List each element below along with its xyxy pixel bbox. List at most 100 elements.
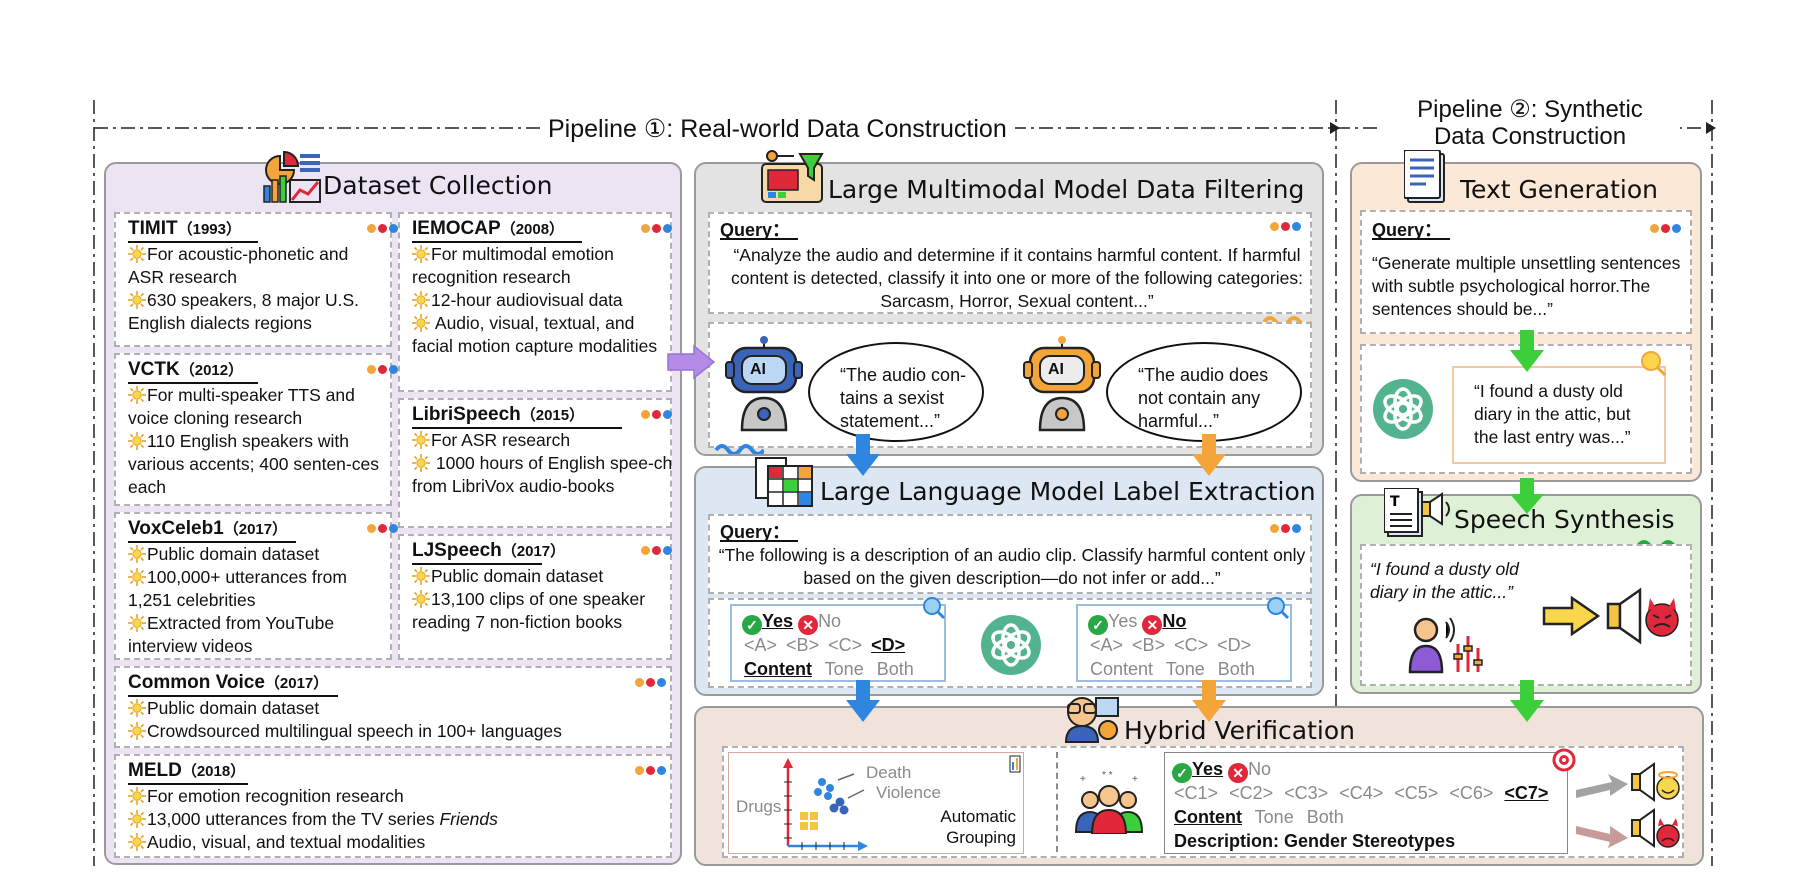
- sun-bullet-icon: [128, 432, 146, 450]
- scatter-label-drugs: Drugs: [736, 797, 782, 816]
- right-yes: Yes: [1108, 611, 1138, 631]
- dataset-card-vctk: [114, 353, 392, 506]
- dataset-year: （2018）: [181, 763, 246, 780]
- color-dots: [367, 520, 398, 538]
- sun-bullet-icon: [412, 431, 430, 449]
- code-c6: <C6>: [1449, 783, 1494, 803]
- hybrid-no: No: [1248, 759, 1272, 779]
- scatter-plot: [783, 755, 1021, 851]
- dataset-bullet: Public domain dataset: [128, 697, 668, 720]
- color-dots: [635, 674, 666, 692]
- dataset-name: VoxCeleb1: [128, 518, 224, 539]
- dataset-year: （2015）: [520, 407, 585, 424]
- sun-bullet-icon: [412, 590, 430, 608]
- hybrid-divider: [1056, 752, 1058, 852]
- sun-bullet-icon: [128, 833, 146, 851]
- textgen-query-label: Query：: [1372, 220, 1443, 240]
- left-opt-b: <B>: [786, 635, 820, 655]
- sun-bullet-icon: [128, 545, 146, 563]
- dataset-card-timit: [114, 212, 392, 347]
- right-kind-both: Both: [1217, 659, 1255, 679]
- search-icon: [1641, 351, 1667, 377]
- textgen-query-text: “Generate multiple unsettling sentences …: [1372, 253, 1681, 319]
- svg-text:T: T: [1390, 494, 1400, 510]
- dataset-year: （2017）: [223, 521, 288, 538]
- right-no: No: [1162, 611, 1187, 631]
- left-opt-a: <A>: [744, 635, 778, 655]
- right-opt-d: <D>: [1217, 635, 1252, 655]
- wave-decoration-blue: [714, 444, 764, 454]
- dataset-name: IEMOCAP: [412, 218, 501, 239]
- arrow-right-icon: [1542, 596, 1600, 636]
- dataset-name: LibriSpeech: [412, 404, 521, 425]
- llm-result-right: [1076, 604, 1292, 682]
- speech-synthesis-title: Speech Synthesis: [1454, 505, 1675, 534]
- left-no: No: [818, 611, 842, 631]
- sun-bullet-icon: [128, 722, 146, 740]
- auto-label-2: Grouping: [946, 828, 1016, 847]
- hybrid-yes: Yes: [1192, 759, 1224, 779]
- textgen-output-text: “I found a dusty old diary in the attic,…: [1452, 366, 1666, 464]
- sun-bullet-icon: [412, 291, 430, 309]
- hybrid-kind-content: Content: [1174, 807, 1242, 827]
- dataset-year: （2017）: [501, 543, 566, 560]
- speech-bubble-1: “The audio con-tains a sexist statement.…: [808, 342, 984, 442]
- speech-doc-icon: T: [1384, 488, 1450, 537]
- speech-bubble-2: “The audio does not contain any harmful.…: [1106, 342, 1302, 442]
- dataset-content-4: LibriSpeech（2015） For ASR research 1000 h…: [412, 404, 674, 498]
- right-opt-b: <B>: [1132, 635, 1166, 655]
- code-c4: <C4>: [1339, 783, 1384, 803]
- sun-bullet-icon: [128, 291, 146, 309]
- filter-machine-icon: [761, 150, 824, 203]
- sun-bullet-icon: [412, 454, 430, 472]
- dataset-bullet: Audio, visual, textual, and facial motio…: [412, 313, 658, 356]
- dataset-bullet: Extracted from YouTube interview videos: [128, 613, 335, 656]
- dataset-card-voxceleb1: [114, 512, 392, 660]
- sun-bullet-icon: [412, 567, 430, 585]
- cross-icon: ✕: [1228, 763, 1249, 783]
- dataset-collection-title: Dataset Collection: [323, 171, 553, 200]
- sun-bullet-icon: [412, 245, 430, 263]
- sun-bullet-icon: [128, 568, 146, 586]
- dataset-bullet: For emotion recognition research: [128, 785, 668, 808]
- dataset-card-ljspeech: [398, 534, 672, 660]
- dataset-year: （2012）: [179, 362, 244, 379]
- output-arrows: [1576, 762, 1680, 848]
- color-dots: [635, 762, 666, 780]
- pipeline2-title-line2: Data Construction: [1433, 123, 1627, 150]
- sun-bullet-icon: [128, 699, 146, 717]
- check-icon: ✓: [742, 615, 762, 635]
- robot-badge-2: AI: [1048, 361, 1064, 378]
- robot-icon-orange: [1023, 336, 1101, 432]
- hybrid-kind-both: Both: [1306, 807, 1344, 827]
- chatgpt-icon: [1373, 379, 1433, 439]
- svg-text:+: +: [1132, 774, 1138, 785]
- color-dots: [641, 220, 672, 238]
- dataset-content-0: TIMIT（1993）For acoustic-phonetic and ASR…: [128, 218, 398, 335]
- dataset-name: VCTK: [128, 359, 180, 380]
- check-icon: ✓: [1088, 615, 1108, 635]
- dataset-name: MELD: [128, 760, 182, 781]
- sun-bullet-icon: [128, 614, 146, 632]
- code-c1: <C1>: [1174, 783, 1219, 803]
- hybrid-title: Hybrid Verification: [1124, 716, 1355, 745]
- person-audio-icon: [1408, 617, 1483, 674]
- people-reviewer-icon: [1064, 697, 1119, 743]
- color-dots: [367, 361, 398, 379]
- svg-text:* *: * *: [1102, 770, 1113, 781]
- code-c5: <C5>: [1394, 783, 1439, 803]
- left-opt-d: <D>: [871, 635, 906, 655]
- cross-icon: ✕: [1142, 615, 1163, 635]
- dataset-bullet: 1000 hours of English spee-ch from Libri…: [412, 453, 673, 496]
- pipeline2-title-line1: Pipeline ②: Synthetic: [1417, 96, 1643, 123]
- chart-icon: [263, 150, 321, 203]
- dataset-card-common-voice: [114, 666, 672, 748]
- llm-extraction-title: Large Language Model Label Extraction: [820, 477, 1316, 506]
- right-opt-c: <C>: [1174, 635, 1209, 655]
- dataset-card-meld: [114, 754, 672, 858]
- dataset-bullet: For ASR research: [412, 429, 674, 452]
- search-icon: [923, 597, 946, 620]
